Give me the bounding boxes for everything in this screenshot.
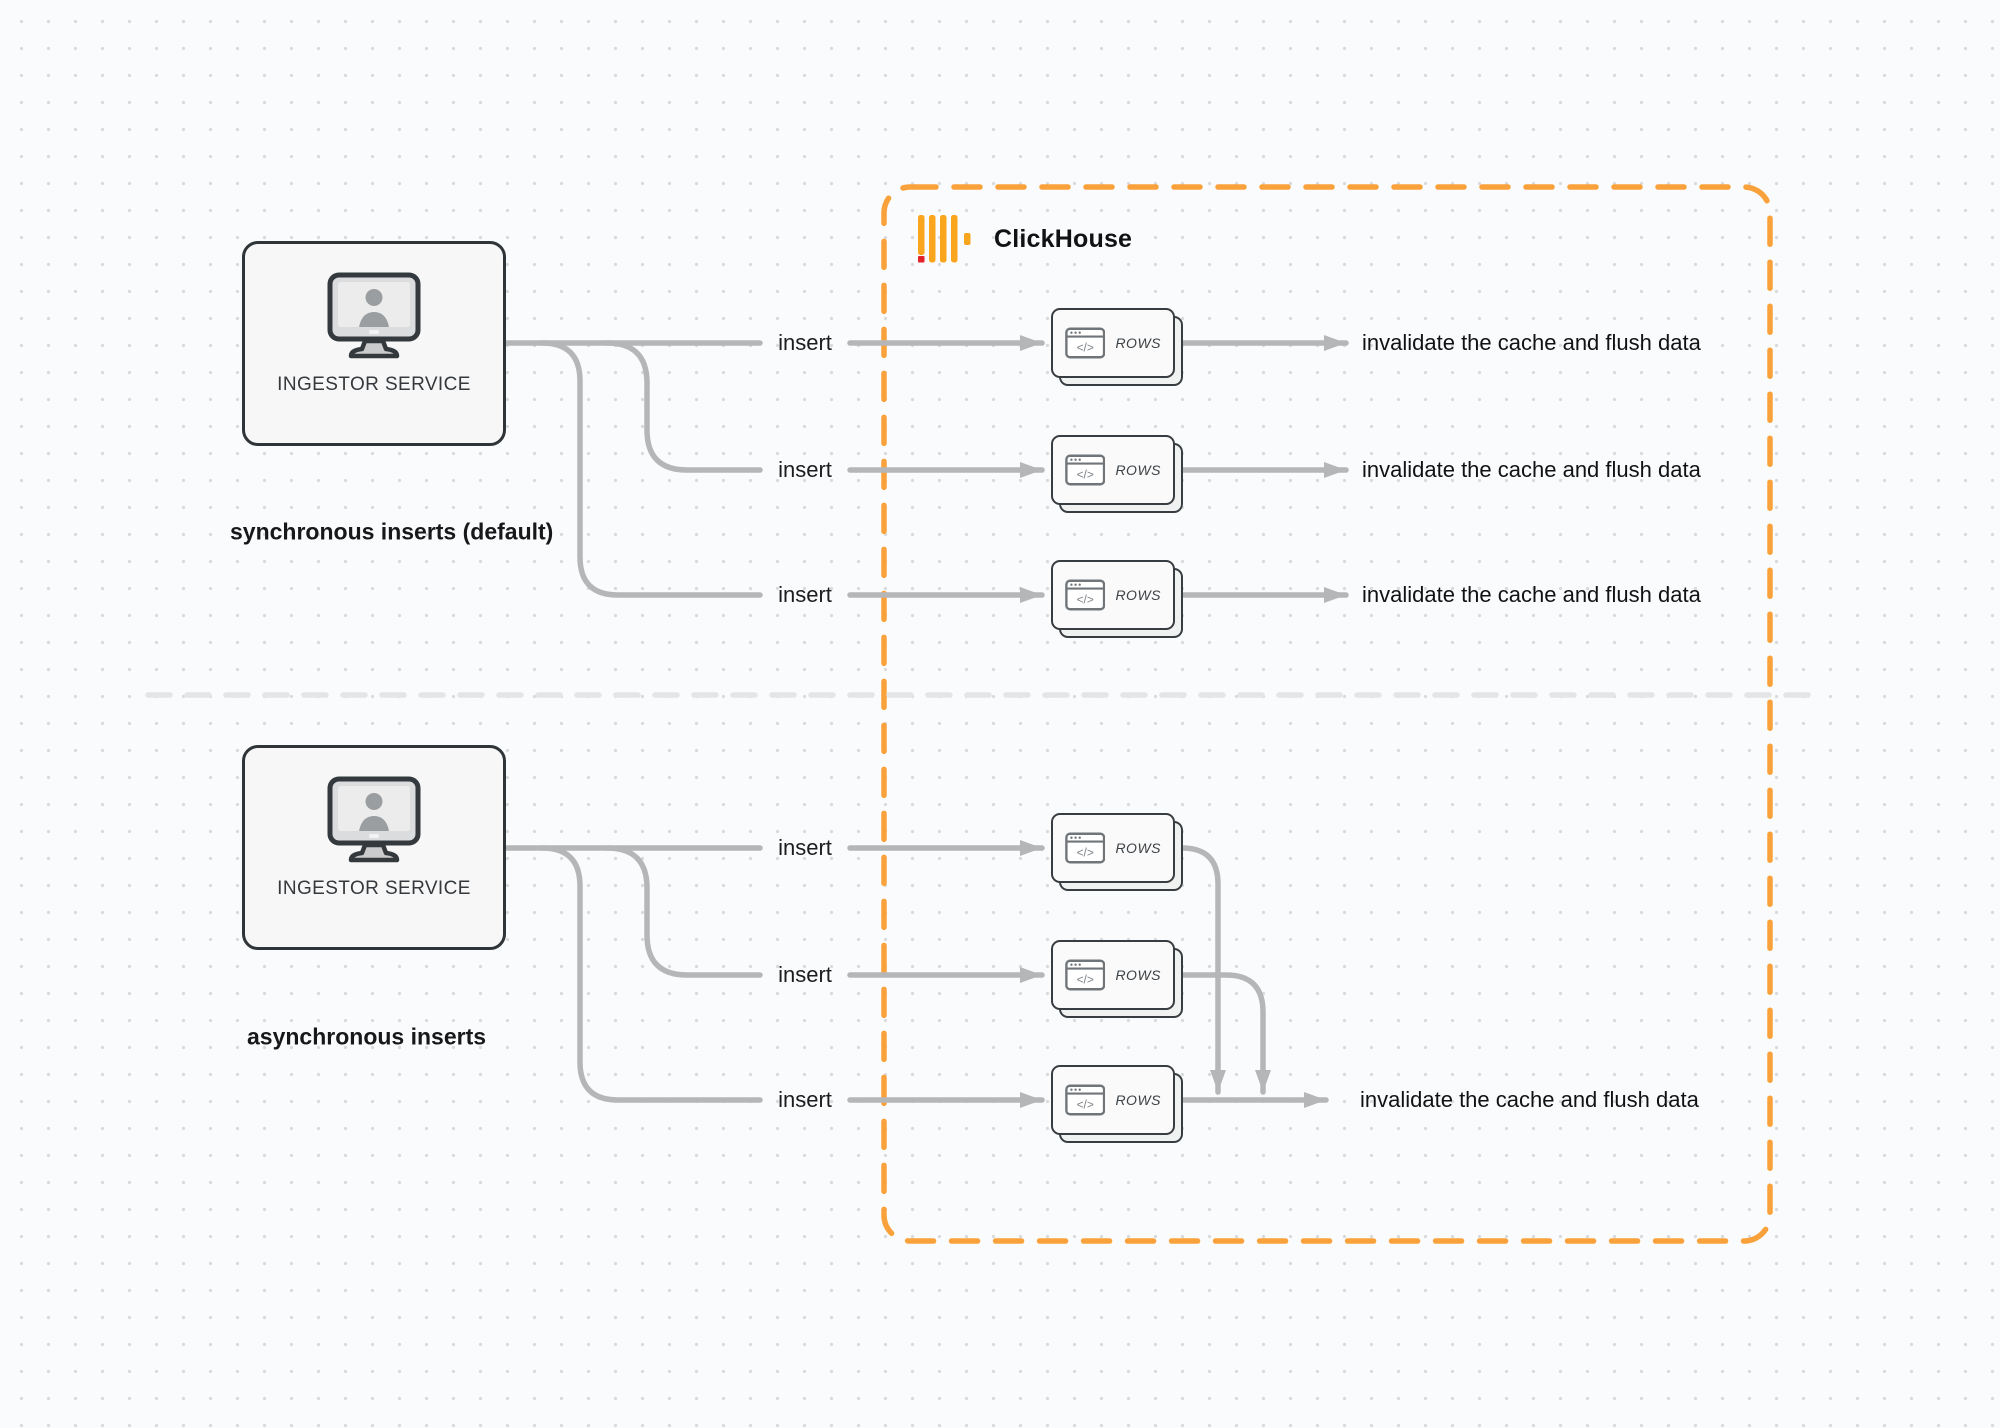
- monitor-user-icon: [327, 272, 421, 359]
- sync-caption: synchronous inserts (default): [230, 518, 554, 545]
- insert-label: insert: [778, 1087, 832, 1112]
- rows-card-label: ROWS: [1115, 840, 1161, 856]
- service-label: INGESTOR SERVICE: [277, 374, 471, 395]
- rows-card: </> ROWS: [1051, 308, 1183, 386]
- result-label: invalidate the cache and flush data: [1362, 457, 1701, 482]
- insert-label: insert: [778, 582, 832, 607]
- svg-text:</>: </>: [1077, 1097, 1094, 1111]
- rows-card-front: </> ROWS: [1051, 560, 1175, 630]
- svg-text:</>: </>: [1077, 340, 1094, 354]
- rows-card-label: ROWS: [1115, 462, 1161, 478]
- sync-connectors: [504, 335, 1349, 603]
- rows-card: </> ROWS: [1051, 940, 1183, 1018]
- insert-label: insert: [778, 457, 832, 482]
- monitor-user-icon: [327, 776, 421, 863]
- browser-code-icon: </>: [1065, 579, 1106, 611]
- browser-code-icon: </>: [1065, 832, 1106, 864]
- browser-code-icon: </>: [1065, 959, 1106, 991]
- svg-text:</>: </>: [1077, 467, 1094, 481]
- browser-code-icon: </>: [1065, 1084, 1106, 1116]
- svg-text:</>: </>: [1077, 845, 1094, 859]
- ingestor-service-box-sync: INGESTOR SERVICE: [242, 241, 506, 446]
- rows-card-label: ROWS: [1115, 967, 1161, 983]
- rows-card-label: ROWS: [1115, 335, 1161, 351]
- clickhouse-logo: ClickHouse: [918, 214, 1132, 264]
- insert-label: insert: [778, 962, 832, 987]
- async-caption: asynchronous inserts: [247, 1023, 487, 1050]
- rows-card: </> ROWS: [1051, 560, 1183, 638]
- svg-text:</>: </>: [1077, 592, 1094, 606]
- service-label: INGESTOR SERVICE: [277, 878, 471, 899]
- result-label: invalidate the cache and flush data: [1360, 1087, 1699, 1112]
- svg-text:</>: </>: [1077, 972, 1094, 986]
- rows-card-front: </> ROWS: [1051, 435, 1175, 505]
- insert-label: insert: [778, 835, 832, 860]
- rows-card: </> ROWS: [1051, 813, 1183, 891]
- insert-label: insert: [778, 330, 832, 355]
- rows-card-front: </> ROWS: [1051, 308, 1175, 378]
- rows-card-label: ROWS: [1115, 587, 1161, 603]
- browser-code-icon: </>: [1065, 327, 1106, 359]
- result-label: invalidate the cache and flush data: [1362, 582, 1701, 607]
- rows-card-front: </> ROWS: [1051, 813, 1175, 883]
- rows-card-label: ROWS: [1115, 1092, 1161, 1108]
- ingestor-service-box-async: INGESTOR SERVICE: [242, 745, 506, 950]
- clickhouse-bars-icon: [918, 215, 971, 263]
- browser-code-icon: </>: [1065, 454, 1106, 486]
- result-label: invalidate the cache and flush data: [1362, 330, 1701, 355]
- rows-card: </> ROWS: [1051, 435, 1183, 513]
- rows-card-front: </> ROWS: [1051, 1065, 1175, 1135]
- rows-card-front: </> ROWS: [1051, 940, 1175, 1010]
- rows-card: </> ROWS: [1051, 1065, 1183, 1143]
- clickhouse-label: ClickHouse: [994, 224, 1133, 253]
- async-connectors: [504, 840, 1329, 1108]
